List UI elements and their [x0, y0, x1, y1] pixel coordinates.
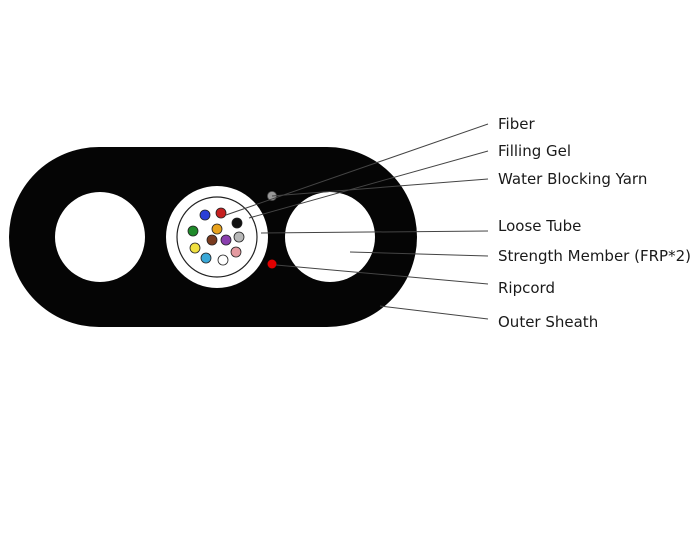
fiber-purple	[220, 234, 232, 246]
fiber-red	[215, 207, 227, 219]
strength-member-left	[55, 192, 145, 282]
fiber-black	[231, 217, 243, 229]
label-loose-tube: Loose Tube	[498, 217, 581, 235]
fiber-bundle	[187, 207, 245, 266]
leader-line-water-blocking-yarn	[271, 178, 489, 197]
label-water-blocking-yarn: Water Blocking Yarn	[498, 170, 647, 188]
ripcord	[267, 259, 277, 269]
label-strength-member: Strength Member (FRP*2)	[498, 247, 691, 265]
fiber-blue	[199, 209, 211, 221]
fiber-aqua	[200, 252, 212, 264]
fiber-slate	[233, 231, 245, 243]
fiber-yellow	[189, 242, 201, 254]
leader-line-strength-member	[349, 251, 489, 257]
label-filling-gel: Filling Gel	[498, 142, 571, 160]
leader-line-filling-gel	[248, 150, 489, 219]
label-outer-sheath: Outer Sheath	[498, 313, 598, 331]
leader-line-outer-sheath	[379, 305, 489, 320]
filling-gel-ring	[176, 196, 258, 278]
label-fiber: Fiber	[498, 115, 535, 133]
fiber-rose	[230, 246, 242, 258]
leader-line-fiber	[225, 123, 489, 216]
fiber-orange	[211, 223, 223, 235]
strength-member-right	[285, 192, 375, 282]
label-ripcord: Ripcord	[498, 279, 555, 297]
fiber-green	[187, 225, 199, 237]
leader-line-ripcord	[275, 264, 489, 285]
loose-tube	[166, 186, 268, 288]
leader-line-loose-tube	[260, 230, 489, 234]
fiber-brown	[206, 234, 218, 246]
fiber-white	[217, 254, 229, 266]
